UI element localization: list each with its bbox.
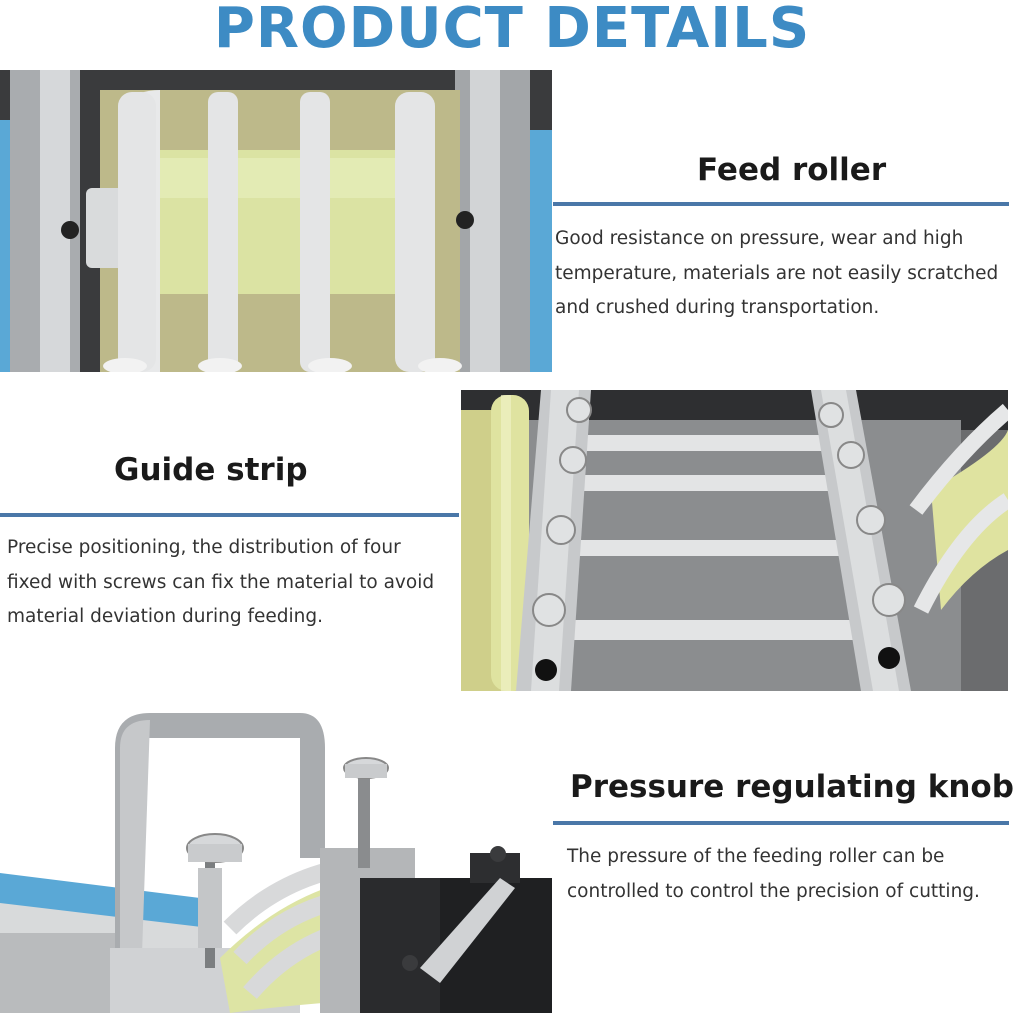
- pressure-knob-divider: [553, 821, 1009, 825]
- feed-roller-heading: Feed roller: [697, 152, 887, 188]
- guide-strip-divider: [0, 513, 459, 517]
- feed-roller-description: Good resistance on pressure, wear and hi…: [555, 222, 998, 326]
- guide-strip-description: Precise positioning, the distribution of…: [7, 531, 434, 635]
- guide-strip-line: material deviation during feeding.: [7, 606, 324, 627]
- pressure-knob-line: controlled to control the precision of c…: [567, 880, 980, 902]
- pressure-knob-heading: Pressure regulating knob: [570, 769, 1014, 805]
- feed-roller-line: temperature, materials are not easily sc…: [555, 262, 999, 284]
- page-title: PRODUCT DETAILS: [213, 0, 811, 61]
- pressure-knob-description: The pressure of the feeding roller can b…: [567, 840, 980, 909]
- guide-strip-line: Precise positioning, the distribution of…: [7, 537, 401, 558]
- guide-strip-photo: [461, 390, 1008, 691]
- feed-roller-divider: [553, 202, 1009, 206]
- feed-roller-line: and crushed during transportation.: [555, 297, 880, 318]
- pressure-knob-photo: [0, 708, 556, 1013]
- feed-roller-line: Good resistance on pressure, wear and hi…: [555, 228, 964, 249]
- feed-roller-photo: [0, 70, 552, 372]
- guide-strip-line: fixed with screws can fix the material t…: [7, 571, 435, 593]
- pressure-knob-line: The pressure of the feeding roller can b…: [567, 846, 945, 867]
- guide-strip-heading: Guide strip: [114, 452, 308, 488]
